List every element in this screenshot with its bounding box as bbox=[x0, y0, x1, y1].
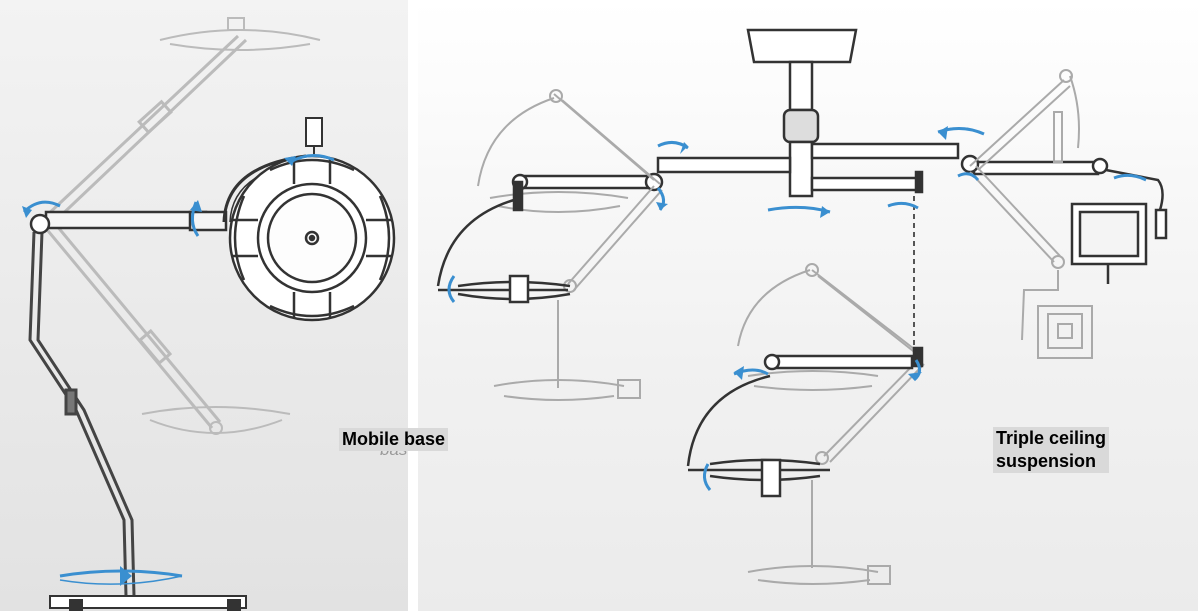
camera-module bbox=[305, 117, 323, 147]
arrow-head-icon bbox=[22, 156, 296, 586]
ghost-arm-lower bbox=[42, 219, 222, 429]
ghost-assembly-left bbox=[477, 89, 663, 401]
light-head-left bbox=[436, 180, 571, 304]
arrow-head-icon bbox=[656, 126, 948, 380]
stand-column bbox=[28, 231, 136, 597]
light-head-front bbox=[228, 154, 396, 322]
label-suspension: suspension bbox=[996, 451, 1097, 471]
label-triple-ceiling: Triple ceiling bbox=[996, 428, 1107, 448]
arm-right bbox=[810, 142, 1109, 194]
ghost-assembly-bottom bbox=[737, 196, 925, 585]
mobile-base-diagram bbox=[22, 17, 396, 611]
arm-left bbox=[511, 156, 792, 192]
mobile-base-panel: bas bbox=[0, 0, 408, 611]
wheeled-base bbox=[49, 595, 247, 611]
ceiling-mount bbox=[746, 28, 858, 198]
light-head-bottom bbox=[686, 346, 924, 498]
label-triple-ceiling-suspension: Triple ceiling suspension bbox=[993, 427, 1110, 473]
label-mobile-base: Mobile base bbox=[339, 428, 449, 451]
monitor bbox=[1070, 168, 1168, 284]
ghost-light-head-top bbox=[159, 17, 321, 51]
ghost-assembly-right bbox=[969, 69, 1093, 359]
rotation-arrow-icon bbox=[447, 127, 1147, 491]
ghost-arm-upper bbox=[42, 34, 248, 226]
ghost-light-head-bottom bbox=[141, 406, 291, 435]
triple-ceiling-diagram bbox=[436, 28, 1168, 585]
triple-ceiling-panel bbox=[418, 0, 1198, 611]
main-arm bbox=[29, 210, 228, 235]
